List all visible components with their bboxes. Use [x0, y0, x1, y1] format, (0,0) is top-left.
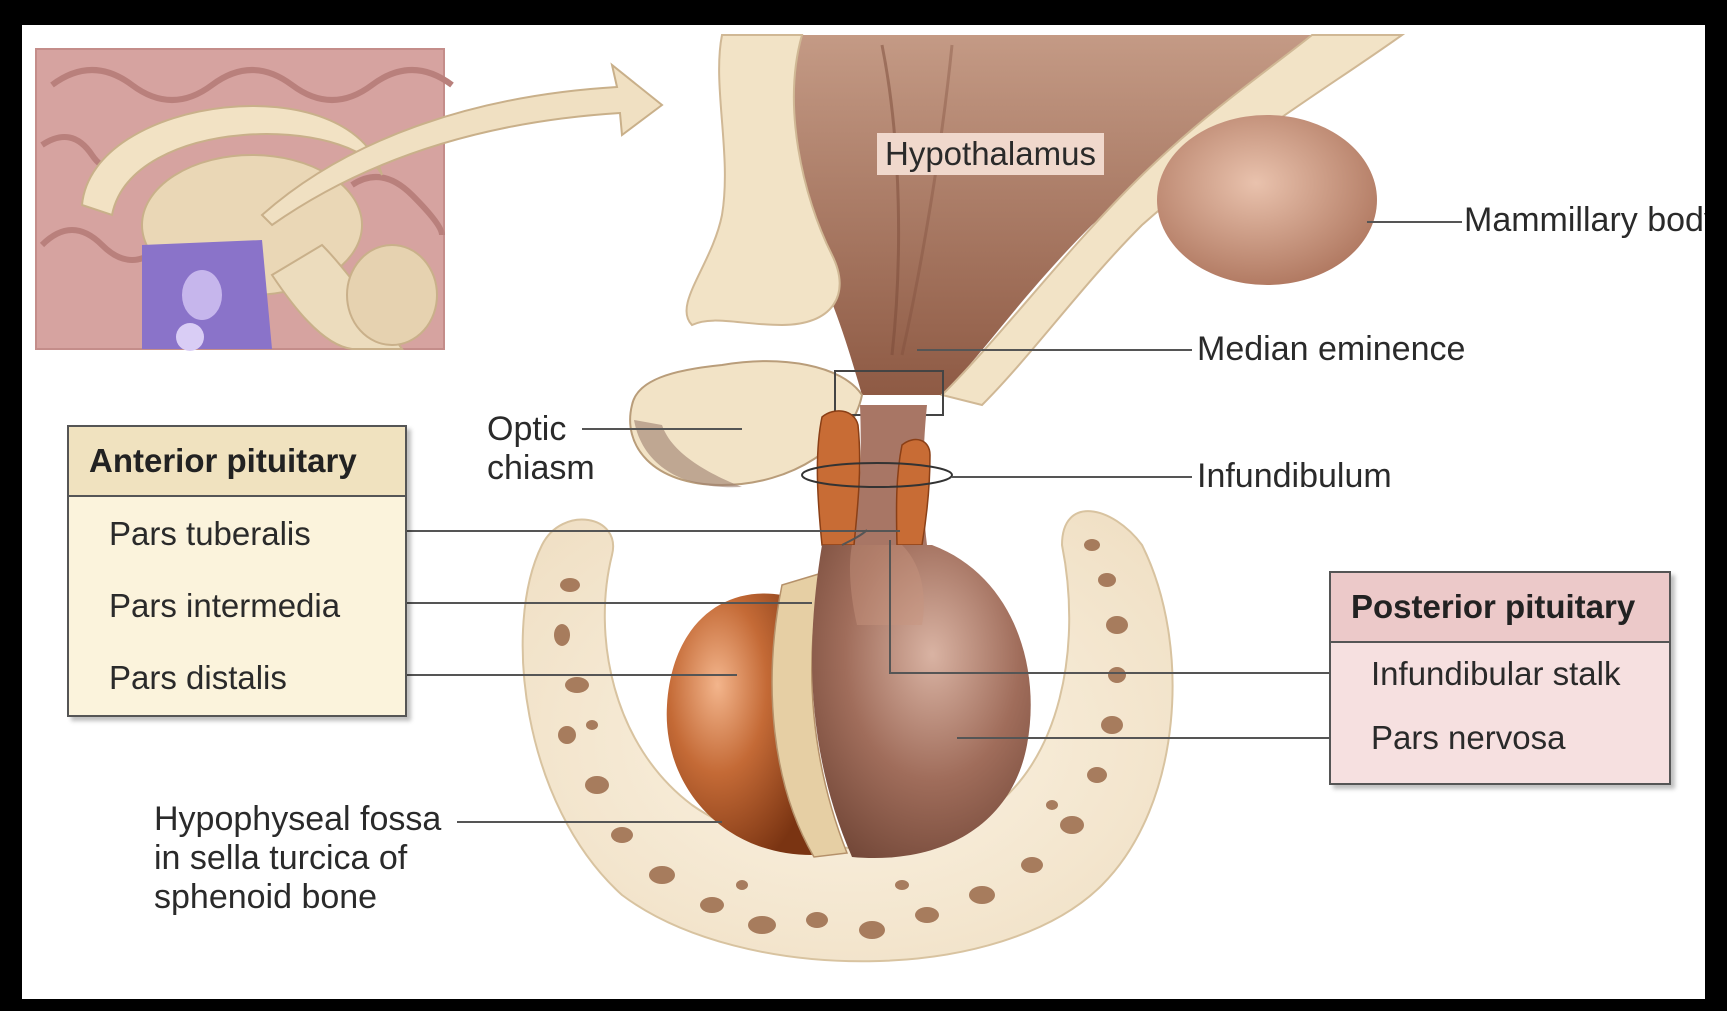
anterior-pituitary-title: Anterior pituitary [69, 427, 405, 497]
median-eminence-label: Median eminence [1197, 330, 1465, 369]
pars-tuberalis-label: Pars tuberalis [109, 515, 311, 553]
hypothalamus-label: Hypothalamus [877, 133, 1104, 175]
infundibular-stalk-label: Infundibular stalk [1371, 655, 1620, 693]
brain-inset [36, 49, 452, 351]
pars-intermedia-label: Pars intermedia [109, 587, 340, 625]
posterior-pituitary-title: Posterior pituitary [1331, 573, 1669, 643]
mammillary-body-shape [1157, 115, 1377, 285]
posterior-pituitary-box: Posterior pituitary Infundibular stalk P… [1329, 571, 1671, 785]
infundibulum-label: Infundibulum [1197, 457, 1392, 496]
diagram-panel: Hypothalamus Mammillary body Median emin… [22, 25, 1705, 999]
pars-nervosa-label: Pars nervosa [1371, 719, 1565, 757]
mammillary-body-label: Mammillary body [1464, 201, 1705, 240]
hypophyseal-fossa-label: Hypophyseal fossa in sella turcica of sp… [154, 800, 464, 917]
anterior-pituitary-box: Anterior pituitary Pars tuberalis Pars i… [67, 425, 407, 717]
pars-distalis-label: Pars distalis [109, 659, 287, 697]
pars-tuberalis-shape [817, 411, 859, 545]
optic-chiasm-label: Optic chiasm [487, 410, 602, 488]
